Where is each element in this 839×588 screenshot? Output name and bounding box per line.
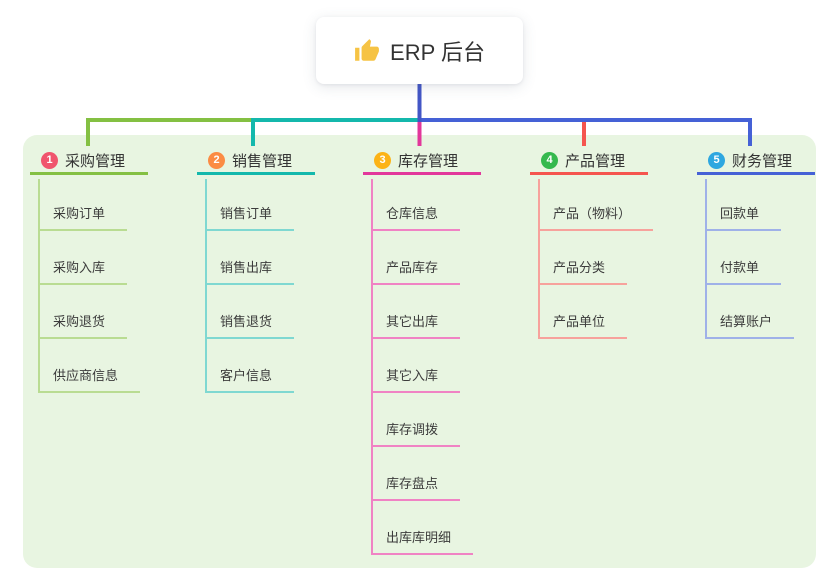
child-node[interactable]: 库存盘点 bbox=[371, 475, 461, 501]
branch-node-label: 库存管理 bbox=[398, 153, 459, 170]
child-connector-line bbox=[205, 179, 207, 393]
child-node[interactable]: 出库库明细 bbox=[371, 529, 474, 555]
branch-index-badge: 4 bbox=[541, 152, 558, 169]
child-node[interactable]: 其它出库 bbox=[371, 313, 461, 339]
child-connector-line bbox=[38, 179, 40, 393]
branch-index-badge: 5 bbox=[708, 152, 725, 169]
root-node[interactable]: ERP 后台 bbox=[316, 17, 523, 84]
child-node[interactable]: 产品（物料） bbox=[538, 205, 654, 231]
child-node[interactable]: 产品单位 bbox=[538, 313, 628, 339]
branch-node-4[interactable]: 4 产品管理 bbox=[530, 149, 648, 175]
branch-index-badge: 1 bbox=[41, 152, 58, 169]
thumbs-up-icon bbox=[354, 38, 380, 64]
child-connector-line bbox=[538, 179, 540, 339]
child-connector-line bbox=[371, 179, 373, 555]
branch-index-badge: 3 bbox=[374, 152, 391, 169]
branch-node-label: 采购管理 bbox=[65, 153, 126, 170]
branch-node-3[interactable]: 3 库存管理 bbox=[363, 149, 481, 175]
branch-node-5[interactable]: 5 财务管理 bbox=[697, 149, 815, 175]
branch-index-badge: 2 bbox=[208, 152, 225, 169]
child-node[interactable]: 销售订单 bbox=[205, 205, 295, 231]
child-node[interactable]: 客户信息 bbox=[205, 367, 295, 393]
branch-node-label: 销售管理 bbox=[232, 153, 293, 170]
child-node[interactable]: 销售退货 bbox=[205, 313, 295, 339]
child-node[interactable]: 产品分类 bbox=[538, 259, 628, 285]
child-node[interactable]: 付款单 bbox=[705, 259, 782, 285]
child-node[interactable]: 回款单 bbox=[705, 205, 782, 231]
child-node[interactable]: 采购入库 bbox=[38, 259, 128, 285]
branch-node-label: 财务管理 bbox=[732, 153, 793, 170]
child-node[interactable]: 其它入库 bbox=[371, 367, 461, 393]
branch-node-label: 产品管理 bbox=[565, 153, 626, 170]
child-node[interactable]: 采购退货 bbox=[38, 313, 128, 339]
branch-group-panel bbox=[23, 135, 816, 568]
child-node[interactable]: 结算账户 bbox=[705, 313, 795, 339]
child-connector-line bbox=[705, 179, 707, 339]
branch-node-2[interactable]: 2 销售管理 bbox=[197, 149, 315, 175]
branch-node-1[interactable]: 1 采购管理 bbox=[30, 149, 148, 175]
child-node[interactable]: 产品库存 bbox=[371, 259, 461, 285]
child-node[interactable]: 仓库信息 bbox=[371, 205, 461, 231]
child-node[interactable]: 库存调拨 bbox=[371, 421, 461, 447]
child-node[interactable]: 供应商信息 bbox=[38, 367, 141, 393]
child-node[interactable]: 销售出库 bbox=[205, 259, 295, 285]
root-node-label: ERP 后台 bbox=[390, 39, 485, 65]
child-node[interactable]: 采购订单 bbox=[38, 205, 128, 231]
